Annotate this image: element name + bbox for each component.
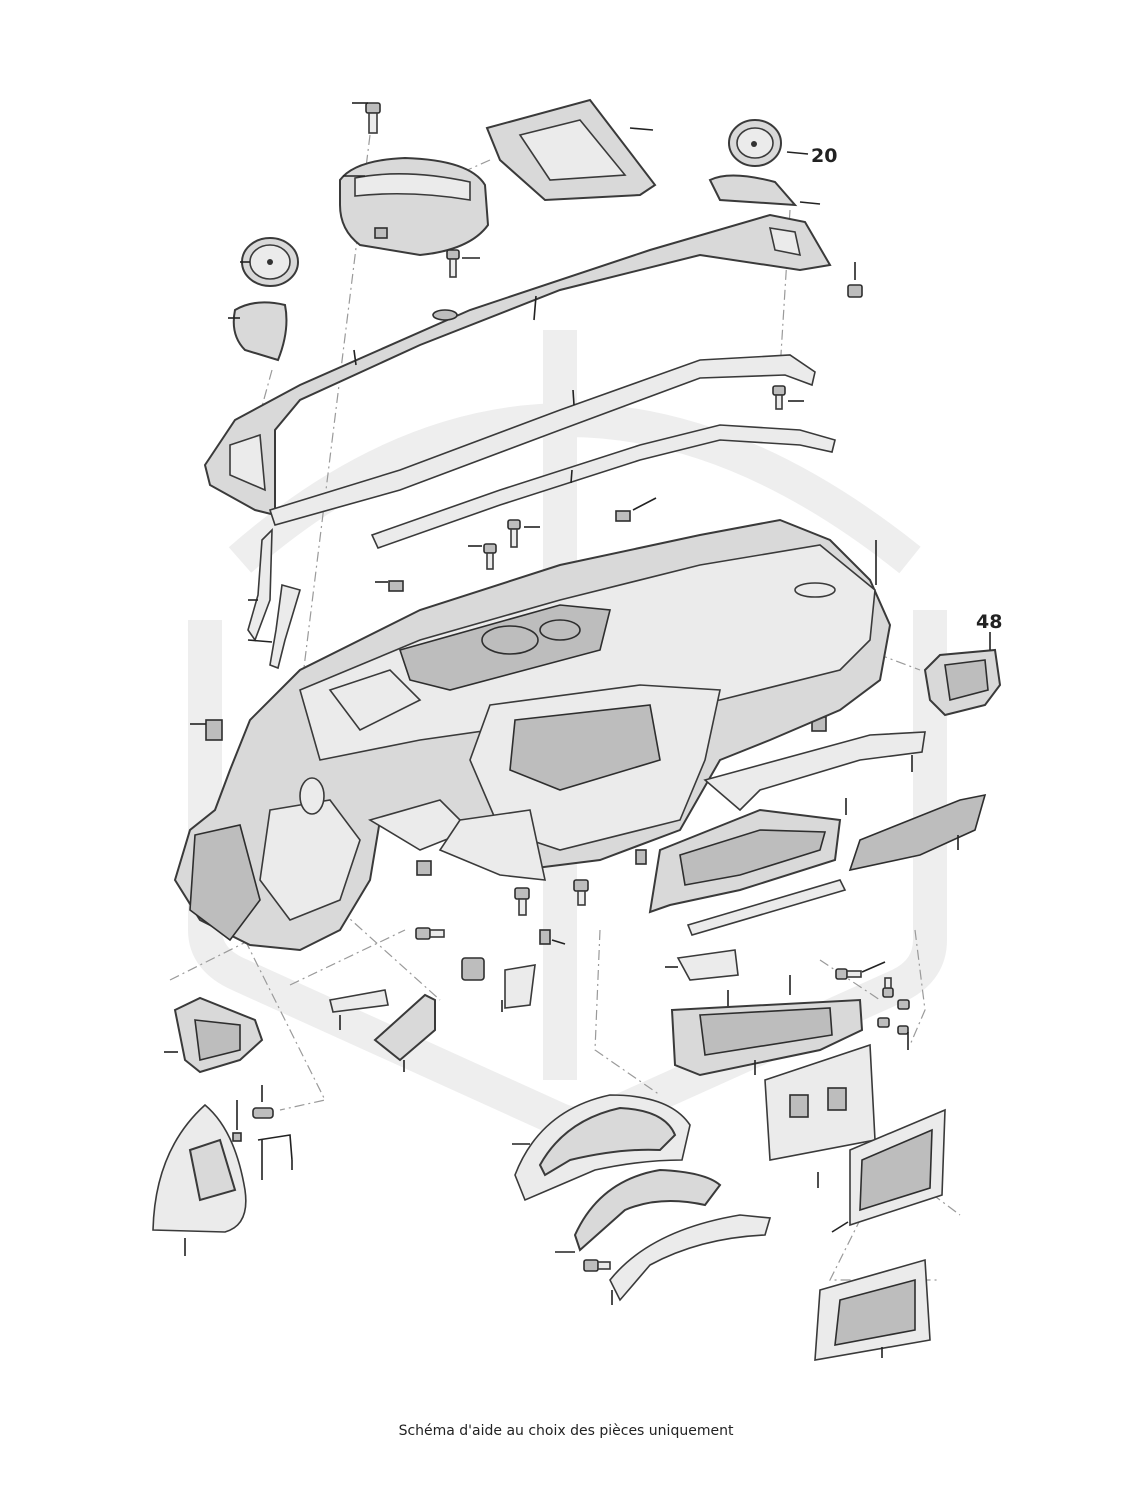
instrument-cluster-cover: [555, 1168, 722, 1253]
center-air-vent: [648, 798, 847, 914]
speaker-grille-right: 20: [728, 119, 837, 167]
left-side-bracket: [247, 528, 302, 670]
instrument-cluster-frame: [512, 1094, 691, 1202]
left-end-cover: [228, 301, 288, 362]
speaker-grille-left: [240, 237, 299, 287]
diagram-caption: Schéma d'aide au choix des pièces unique…: [398, 1423, 734, 1439]
passenger-decor-trim: [848, 793, 987, 872]
fastener-bolts: [415, 249, 910, 1272]
center-console-housing: [670, 975, 864, 1077]
right-air-vent: 48: [923, 611, 1002, 717]
small-fixings-left: [232, 1085, 293, 1180]
switch-holder: [665, 949, 739, 981]
trim-strip-1: [268, 354, 816, 526]
infotainment-display: [831, 1108, 946, 1233]
trim-strip-2: [370, 424, 836, 549]
dashboard-carrier: [173, 518, 892, 952]
display-trim-frame: [485, 98, 657, 202]
lower-display: [814, 1258, 931, 1361]
passenger-trim-strip: [703, 731, 926, 812]
callout-20: 20: [811, 145, 837, 167]
left-end-panel: [152, 1103, 247, 1256]
glovebox-trim-pieces: [329, 957, 536, 1072]
callout-48: 48: [976, 611, 1002, 633]
cluster-lower-trim: [609, 1214, 772, 1305]
top-bolt: [352, 102, 381, 134]
left-air-vent: [164, 996, 264, 1074]
airbag-module: [339, 156, 490, 257]
lower-thin-strip: [686, 879, 847, 936]
right-end-cover: [708, 174, 821, 207]
